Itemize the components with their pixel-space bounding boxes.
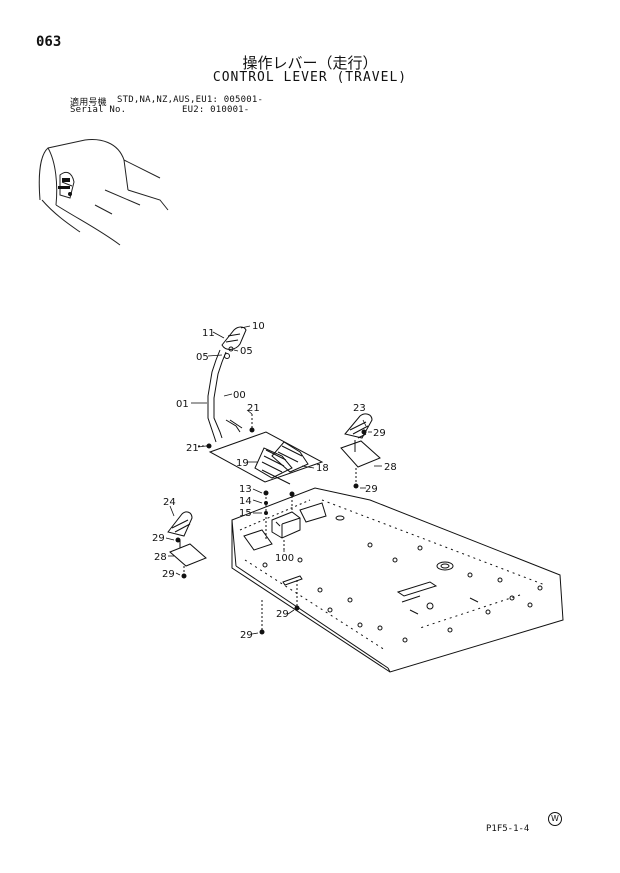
center-pedal-right (271, 441, 309, 473)
page-number: 063 (36, 34, 62, 50)
callout-29-bottom-right: 29 (276, 609, 289, 620)
floor-plate (231, 487, 564, 673)
w-mark-icon: W (548, 812, 562, 826)
callout-29-left-upper: 29 (152, 533, 165, 544)
callout-23: 23 (353, 403, 366, 414)
callout-21-left: 21 (186, 443, 199, 454)
serial-label-japanese: 適用号機 (70, 98, 107, 108)
callout-100: 100 (275, 553, 294, 564)
page-code: P1F5-1-4 (486, 824, 530, 834)
left-pedal (167, 511, 193, 537)
serial-range-line1: STD,NA,NZ,AUS,EU1: 005001- (117, 95, 264, 105)
callout-29-left-lower: 29 (162, 569, 175, 580)
left-pad (169, 543, 207, 567)
plate-slot (396, 581, 438, 597)
lever-grip (221, 326, 247, 350)
callout-14: 14 (239, 496, 252, 507)
lever-rod-left (207, 349, 221, 443)
center-mat (208, 431, 324, 483)
callout-labels: 11 10 05 05 00 01 21 21 19 18 13 14 15 1… (152, 321, 397, 641)
serial-label-english: Serial No. (70, 105, 127, 115)
callout-13: 13 (239, 484, 252, 495)
callout-10: 10 (252, 321, 265, 332)
callout-19: 19 (236, 458, 249, 469)
callout-21-top: 21 (247, 403, 260, 414)
callout-05-left: 05 (196, 352, 209, 363)
callout-18: 18 (316, 463, 329, 474)
pilot-valve (271, 511, 301, 539)
callout-28-right: 28 (384, 462, 397, 473)
title-japanese: 操作レバー（走行） (242, 54, 378, 72)
callout-05-right: 05 (240, 346, 253, 357)
center-pedal-left (254, 447, 293, 479)
callout-11: 11 (202, 328, 215, 339)
right-pad (340, 440, 381, 468)
callout-29-right-lower: 29 (365, 484, 378, 495)
callout-00: 00 (233, 390, 246, 401)
right-pedal (344, 413, 373, 439)
plate-oval-hole (436, 561, 454, 571)
callout-01: 01 (176, 399, 189, 410)
callout-15: 15 (239, 508, 252, 519)
serial-range-line2: EU2: 010001- (182, 105, 250, 115)
callout-24: 24 (163, 497, 176, 508)
title-english: CONTROL LEVER (TRAVEL) (212, 70, 408, 85)
callout-29-bottom-left: 29 (240, 630, 253, 641)
lever-rod-right (213, 351, 227, 439)
callout-29-right-upper: 29 (373, 428, 386, 439)
callout-28-left: 28 (154, 552, 167, 563)
